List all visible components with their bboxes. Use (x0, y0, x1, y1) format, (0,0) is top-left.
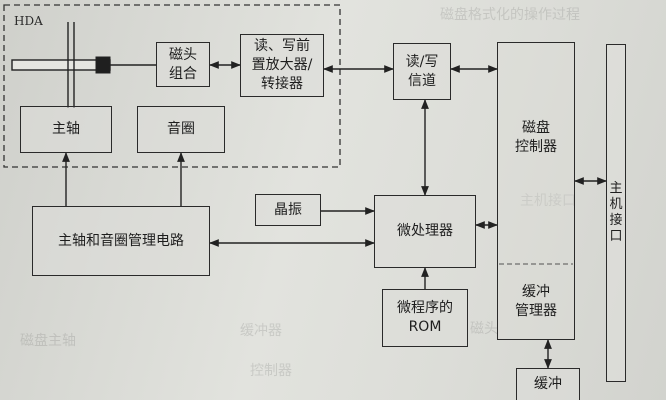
read-write-channel-block: 读/写 信道 (393, 43, 451, 100)
disk-controller-block: 磁盘 控制器 (497, 42, 575, 340)
preamp-block: 读、写前 置放大器/ 转接器 (240, 34, 324, 97)
voice-coil-block: 音圈 (137, 106, 225, 153)
head-assembly-block: 磁头 组合 (156, 42, 210, 87)
bleed-text: 缓冲器 (240, 323, 282, 339)
microcode-rom-block: 微程序的 ROM (382, 289, 468, 347)
spindle-coil-control-block: 主轴和音圈管理电路 (32, 206, 210, 276)
disk-controller-label: 磁盘 控制器 (515, 120, 557, 155)
bleed-text: 主机接口 (520, 193, 576, 209)
bleed-text: 磁头 (470, 321, 498, 337)
bleed-text: 磁盘主轴 (20, 333, 76, 349)
spindle-block: 主轴 (20, 106, 112, 153)
microprocessor-block: 微处理器 (374, 195, 476, 268)
buffer-block: 缓冲 (516, 368, 580, 400)
host-interface-block: 主 机 接 口 (606, 44, 626, 382)
bleed-text: 控制器 (250, 363, 292, 379)
crystal-oscillator-block: 晶振 (255, 194, 321, 226)
hda-label: HDA (14, 14, 43, 28)
buffer-manager-label: 缓冲 管理器 (515, 284, 557, 319)
hda-enclosure (3, 4, 341, 168)
bleed-text: 磁盘格式化的操作过程 (440, 7, 580, 23)
head-arm-icon (11, 22, 156, 108)
